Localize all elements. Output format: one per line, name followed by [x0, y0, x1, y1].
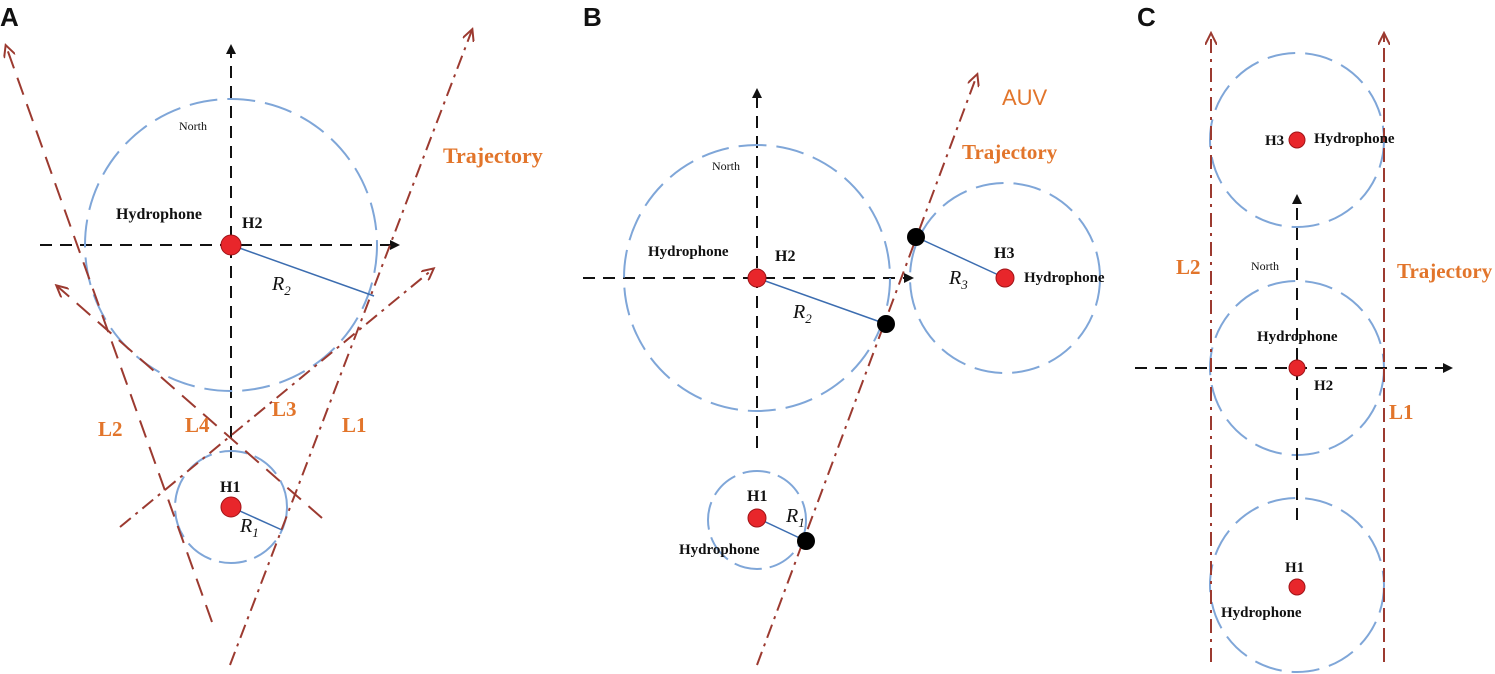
- panel-a-r2-label: R2: [271, 273, 291, 298]
- panel-b-hydrophone-h2-label: Hydrophone: [648, 244, 729, 260]
- panel-c-h3-label: H3: [1265, 133, 1284, 149]
- panel-c-l1-label: L1: [1389, 400, 1414, 424]
- panel-a-hydrophone-label: Hydrophone: [116, 206, 202, 223]
- panel-a-trajectory-l1: [229, 30, 472, 666]
- panel-c-node-h2: [1288, 359, 1306, 377]
- panel-a-trajectory-l3: [119, 269, 433, 528]
- panel-c-l2-label: L2: [1176, 255, 1201, 279]
- panel-b-node-h1: [747, 508, 767, 528]
- panel-b-trajectory: [756, 75, 977, 666]
- panel-b-h1-range-circle: [707, 470, 807, 570]
- panel-b-h3-label: H3: [994, 245, 1014, 262]
- panel-c-node-h1: [1288, 578, 1306, 596]
- panel-a-trajectory-l4: [57, 286, 323, 519]
- panel-a-r1-label: R1: [239, 515, 259, 540]
- panel-b-h2-label: H2: [775, 248, 795, 265]
- panel-b-contact-point-h2: [877, 315, 895, 333]
- panel-c: C H3 Hydrophone L2 Trajectory North Hydr…: [1135, 2, 1493, 673]
- panel-a-l3-label: L3: [272, 397, 297, 421]
- panel-a-trajectory-l2: [6, 46, 213, 623]
- panel-a-h2-label: H2: [242, 215, 262, 232]
- panel-a-h2-range-circle: [84, 98, 378, 392]
- panel-b-r3-label: R3: [948, 267, 968, 292]
- panel-c-hydrophone-h3-label: Hydrophone: [1314, 131, 1395, 147]
- panel-b-contact-point-h1: [797, 532, 815, 550]
- panel-a-h1-label: H1: [220, 479, 240, 496]
- panel-b-h3-range-circle: [909, 182, 1101, 374]
- panel-a: A North Hydrophone H2 H1 R2 R1 Trajector…: [0, 2, 543, 666]
- panel-a-trajectory-label: Trajectory: [443, 143, 543, 168]
- panel-a-l1-label: L1: [342, 413, 367, 437]
- panel-b: B AUV Trajectory North Hydrophone H2 R2 …: [583, 2, 1105, 666]
- panel-b-r2-line: [756, 277, 887, 325]
- panel-b-trajectory-label: Trajectory: [962, 140, 1058, 164]
- panel-b-hydrophone-h3-label: Hydrophone: [1024, 270, 1105, 286]
- panel-c-hydrophone-h2-label: Hydrophone: [1257, 329, 1338, 345]
- panel-b-h2-range-circle: [623, 144, 891, 412]
- panel-c-trajectory-label: Trajectory: [1397, 259, 1493, 283]
- panel-b-auv-label: AUV: [1002, 85, 1048, 110]
- panel-c-h1-label: H1: [1285, 560, 1304, 576]
- panel-b-h1-label: H1: [747, 488, 767, 505]
- panel-a-north-label: North: [179, 119, 207, 133]
- panel-a-r2-line: [230, 244, 375, 297]
- panel-c-node-h3: [1288, 131, 1306, 149]
- panel-b-r1-label: R1: [785, 505, 805, 530]
- panel-a-letter: A: [0, 2, 19, 32]
- panel-c-north-label: North: [1251, 259, 1279, 273]
- panel-b-r2-label: R2: [792, 301, 812, 326]
- panel-c-h2-label: H2: [1314, 378, 1333, 394]
- panel-b-letter: B: [583, 2, 602, 32]
- panel-a-node-h2: [220, 234, 242, 256]
- panel-b-node-h2: [747, 268, 767, 288]
- panel-a-l2-label: L2: [98, 417, 123, 441]
- panel-b-r3-line: [915, 236, 1006, 279]
- panel-a-l4-label: L4: [185, 413, 210, 437]
- panel-b-north-label: North: [712, 159, 740, 173]
- panel-a-node-h1: [220, 496, 242, 518]
- panel-b-contact-point-h3: [907, 228, 925, 246]
- panel-c-hydrophone-h1-label: Hydrophone: [1221, 605, 1302, 621]
- panel-c-letter: C: [1137, 2, 1156, 32]
- panel-b-hydrophone-h1-label: Hydrophone: [679, 542, 760, 558]
- panel-b-node-h3: [995, 268, 1015, 288]
- panel-a-h1-range-circle: [174, 450, 288, 564]
- panel-c-h1-range-circle: [1209, 497, 1385, 673]
